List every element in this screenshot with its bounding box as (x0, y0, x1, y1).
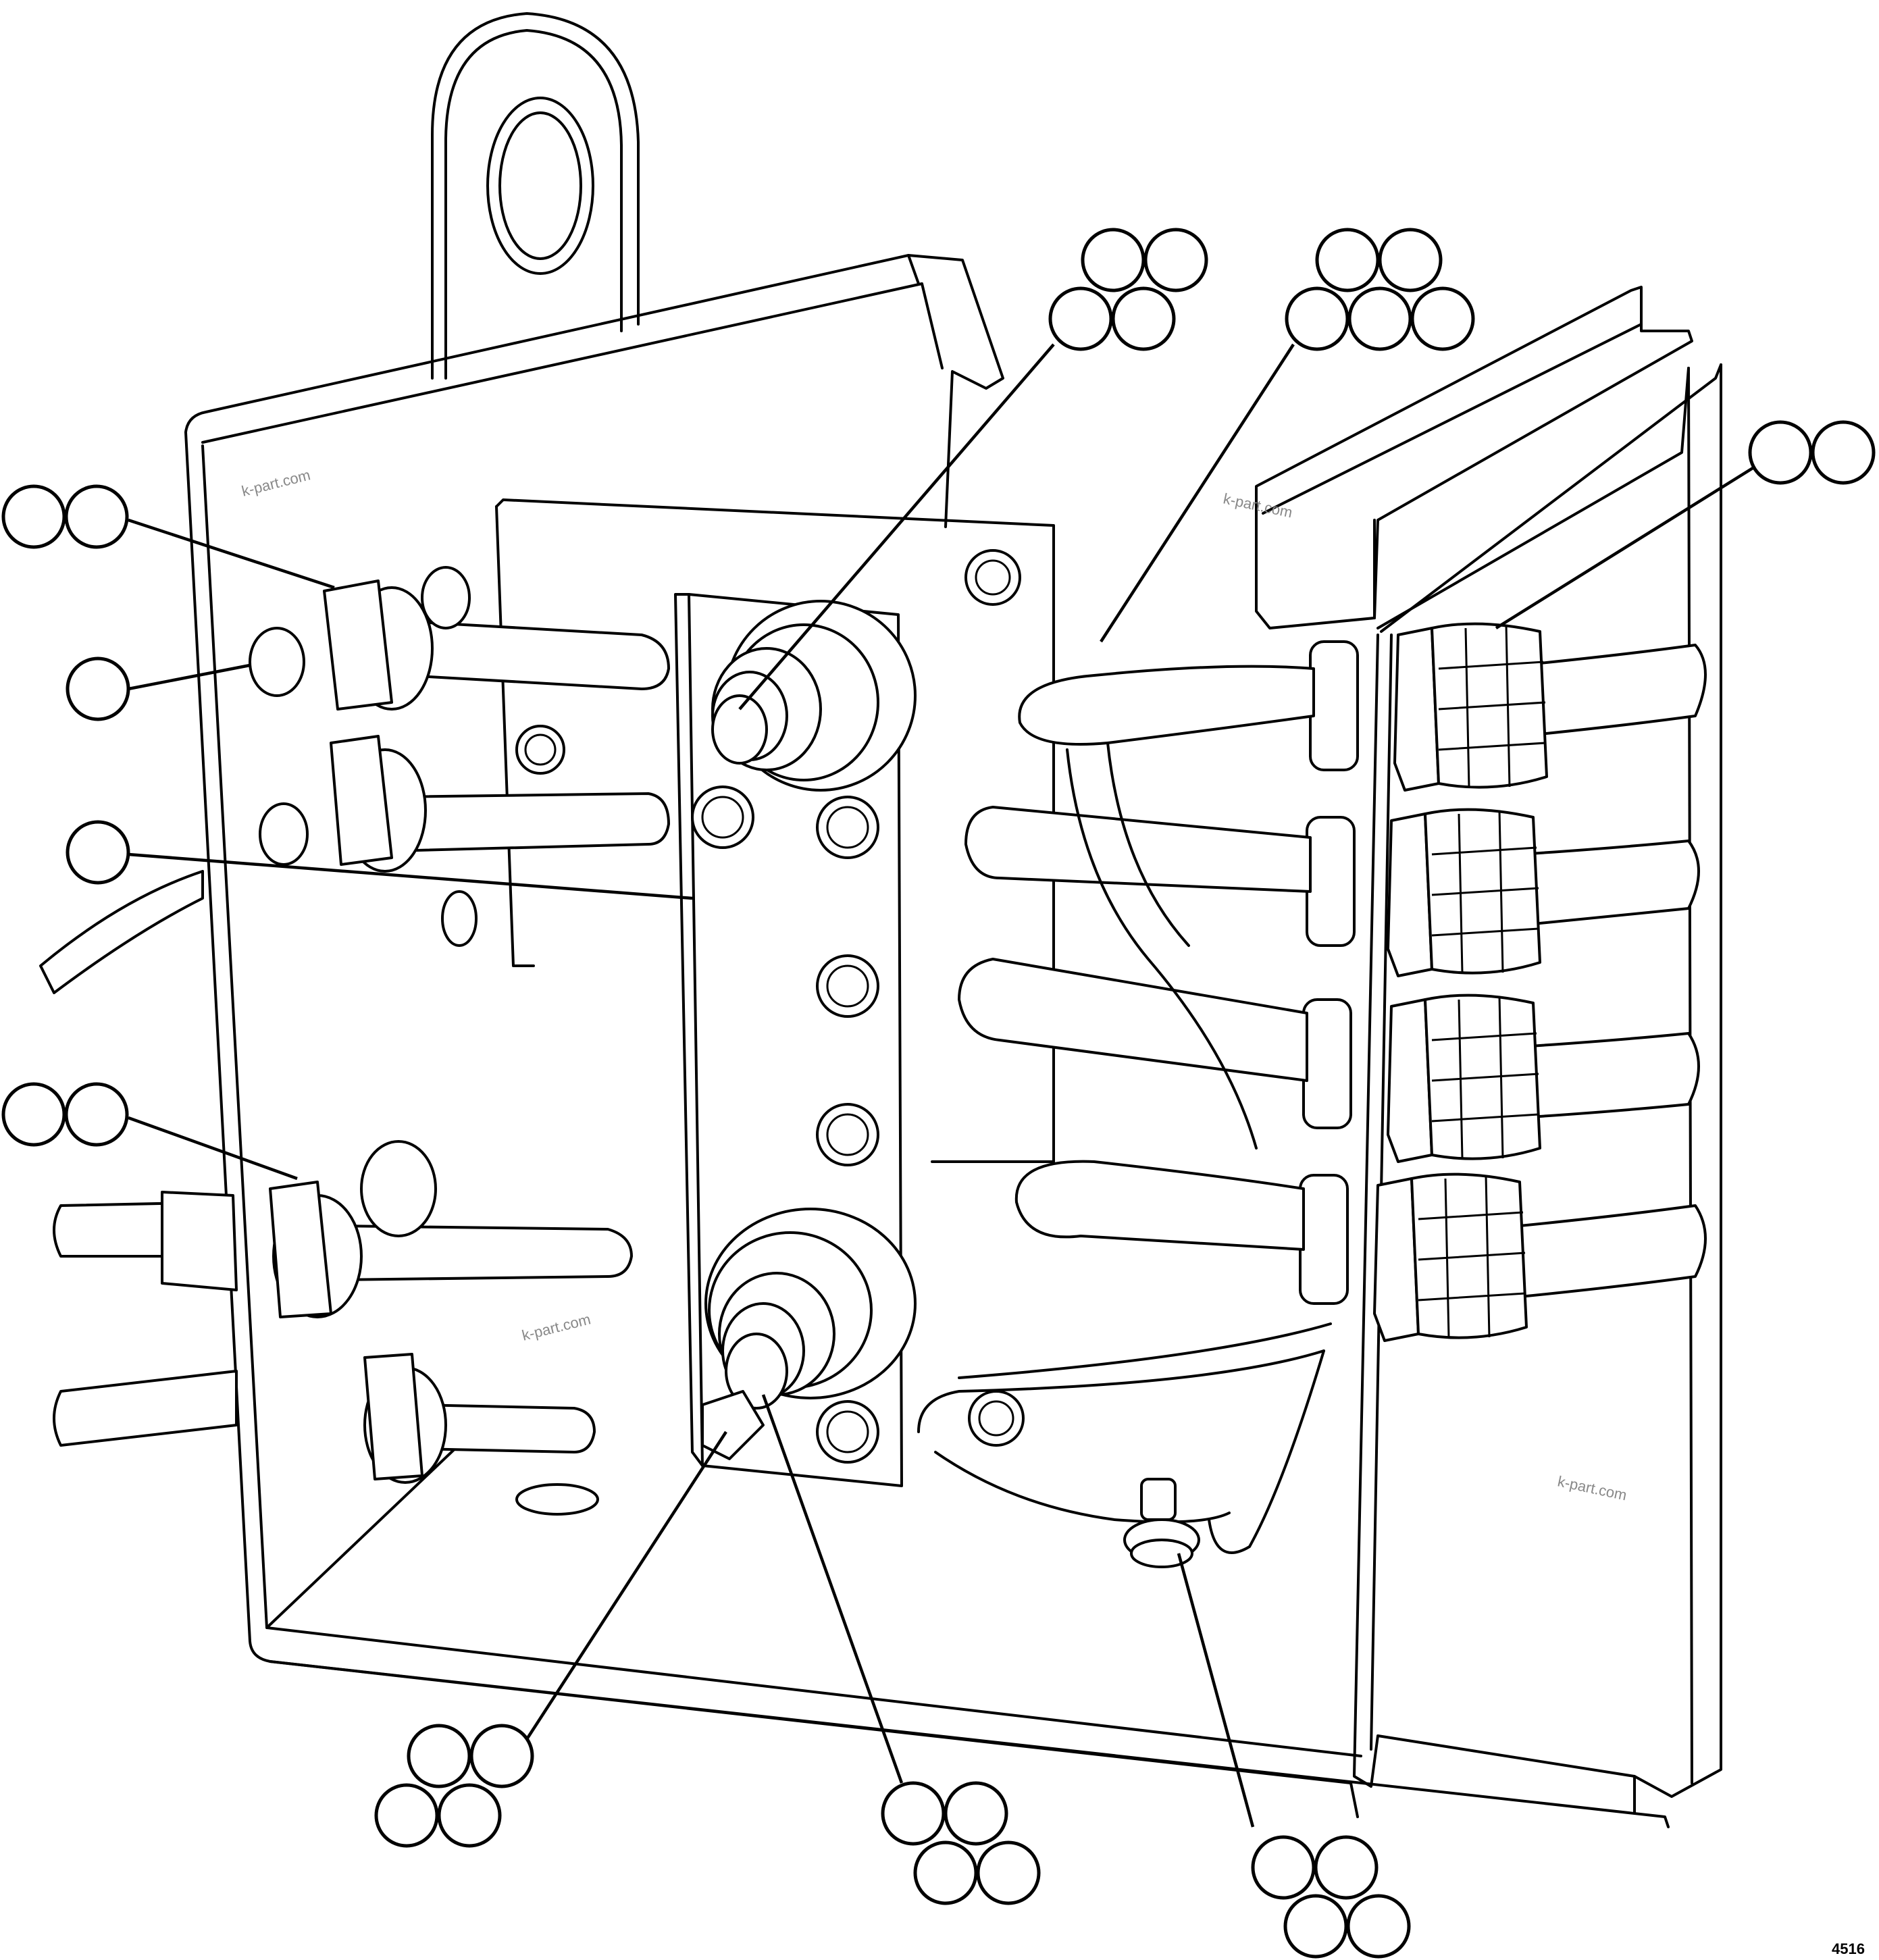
leader-lines (128, 343, 1757, 1828)
callout-hex-nut-lower (374, 1724, 534, 1848)
callout-cable-gland-right (1748, 420, 1876, 485)
bar-bolts (515, 549, 1025, 1464)
terminal-stud-bottom (701, 1208, 917, 1460)
watermark: k-part.com (240, 466, 312, 499)
figure-number: 4516 (1832, 1940, 1865, 1957)
right-cables (1518, 644, 1707, 1298)
callout-cable-gland-lower-left (1, 1082, 129, 1147)
left-cables (39, 870, 238, 1447)
watermark: k-part.com (1222, 490, 1294, 521)
callout-wire-clamp-top (1285, 228, 1475, 351)
terminal-stud-top (711, 600, 917, 792)
watermark: k-part.com (520, 1310, 592, 1343)
right-glands (1373, 622, 1548, 1342)
callout-ground-screw (1251, 1835, 1411, 1959)
left-glands (249, 566, 670, 1516)
internal-cables (917, 665, 1332, 1554)
bus-bar (515, 549, 1025, 1487)
callout-cable-gland-upper-left (1, 484, 129, 549)
callout-bus-bar (66, 820, 130, 885)
watermark: k-part.com (1556, 1472, 1628, 1503)
callout-terminal-stud-top (1048, 228, 1208, 351)
ground-screw (1123, 1478, 1200, 1568)
inner-right-glands (1299, 640, 1359, 1305)
callouts (1, 228, 1876, 1959)
callout-terminal-stud-bottom (881, 1781, 1041, 1905)
callout-plug-left (66, 656, 130, 721)
lifting-eye (431, 12, 640, 380)
